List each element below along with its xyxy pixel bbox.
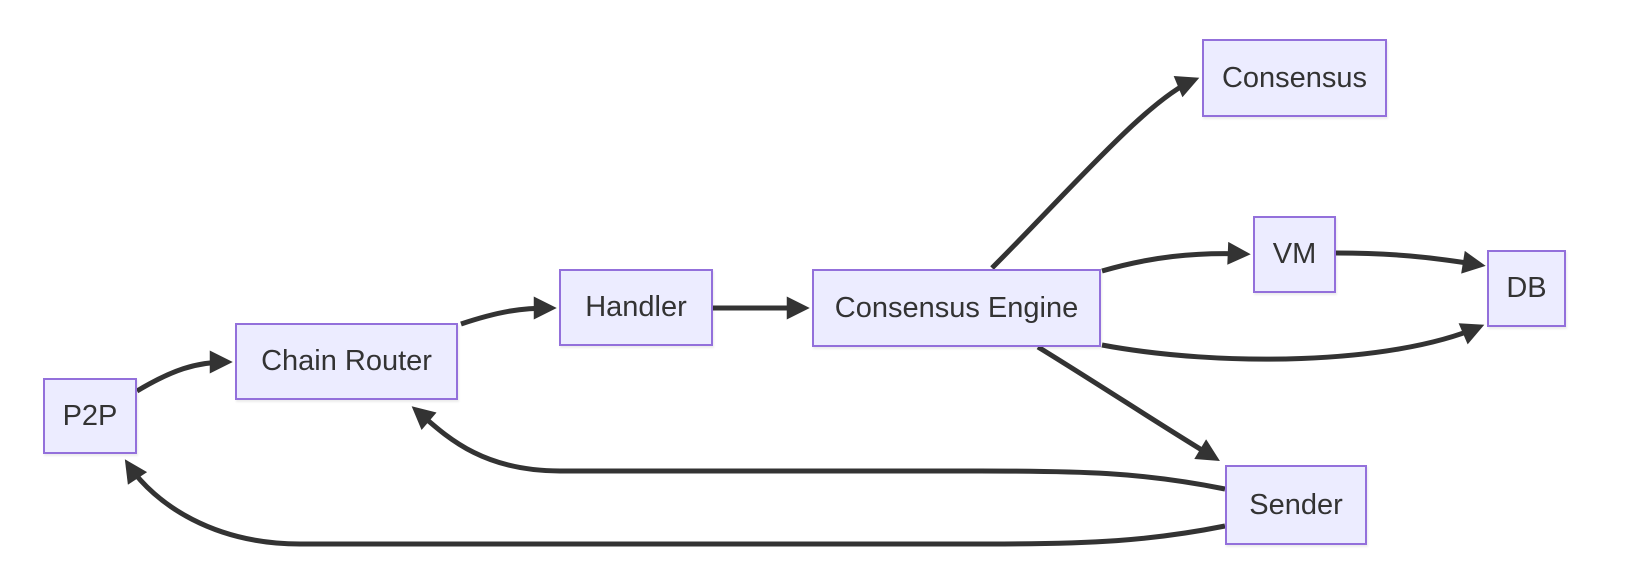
node-consensus-engine-label: Consensus Engine	[834, 291, 1079, 324]
node-consensus-label: Consensus	[1221, 61, 1368, 94]
edge-sender-to-chain-router	[411, 406, 1226, 492]
edge-vm-to-db	[1335, 250, 1486, 274]
node-db-label: DB	[1506, 272, 1547, 304]
node-handler: Handler	[559, 269, 713, 346]
node-chain-router: Chain Router	[235, 323, 458, 400]
node-consensus: Consensus	[1202, 39, 1387, 117]
edge-p2p-to-chain-router	[135, 350, 233, 394]
edge-consensus-engine-to-vm	[1101, 241, 1251, 274]
node-sender-label: Sender	[1249, 488, 1343, 521]
edge-consensus-engine-to-sender	[1036, 344, 1220, 461]
node-sender: Sender	[1225, 465, 1367, 545]
node-db: DB	[1487, 250, 1566, 327]
node-chain-router-label: Chain Router	[261, 345, 432, 377]
edge-consensus-engine-to-db	[1101, 323, 1485, 362]
edge-consensus-engine-to-consensus	[990, 75, 1200, 270]
node-p2p-label: P2P	[62, 399, 118, 432]
node-vm-label: VM	[1272, 238, 1317, 270]
node-consensus-engine: Consensus Engine	[812, 269, 1101, 347]
edge-chain-router-to-handler	[460, 296, 557, 327]
node-vm: VM	[1253, 216, 1336, 293]
node-handler-label: Handler	[585, 291, 687, 323]
edge-sender-to-p2p	[124, 459, 1226, 547]
node-p2p: P2P	[43, 378, 137, 454]
